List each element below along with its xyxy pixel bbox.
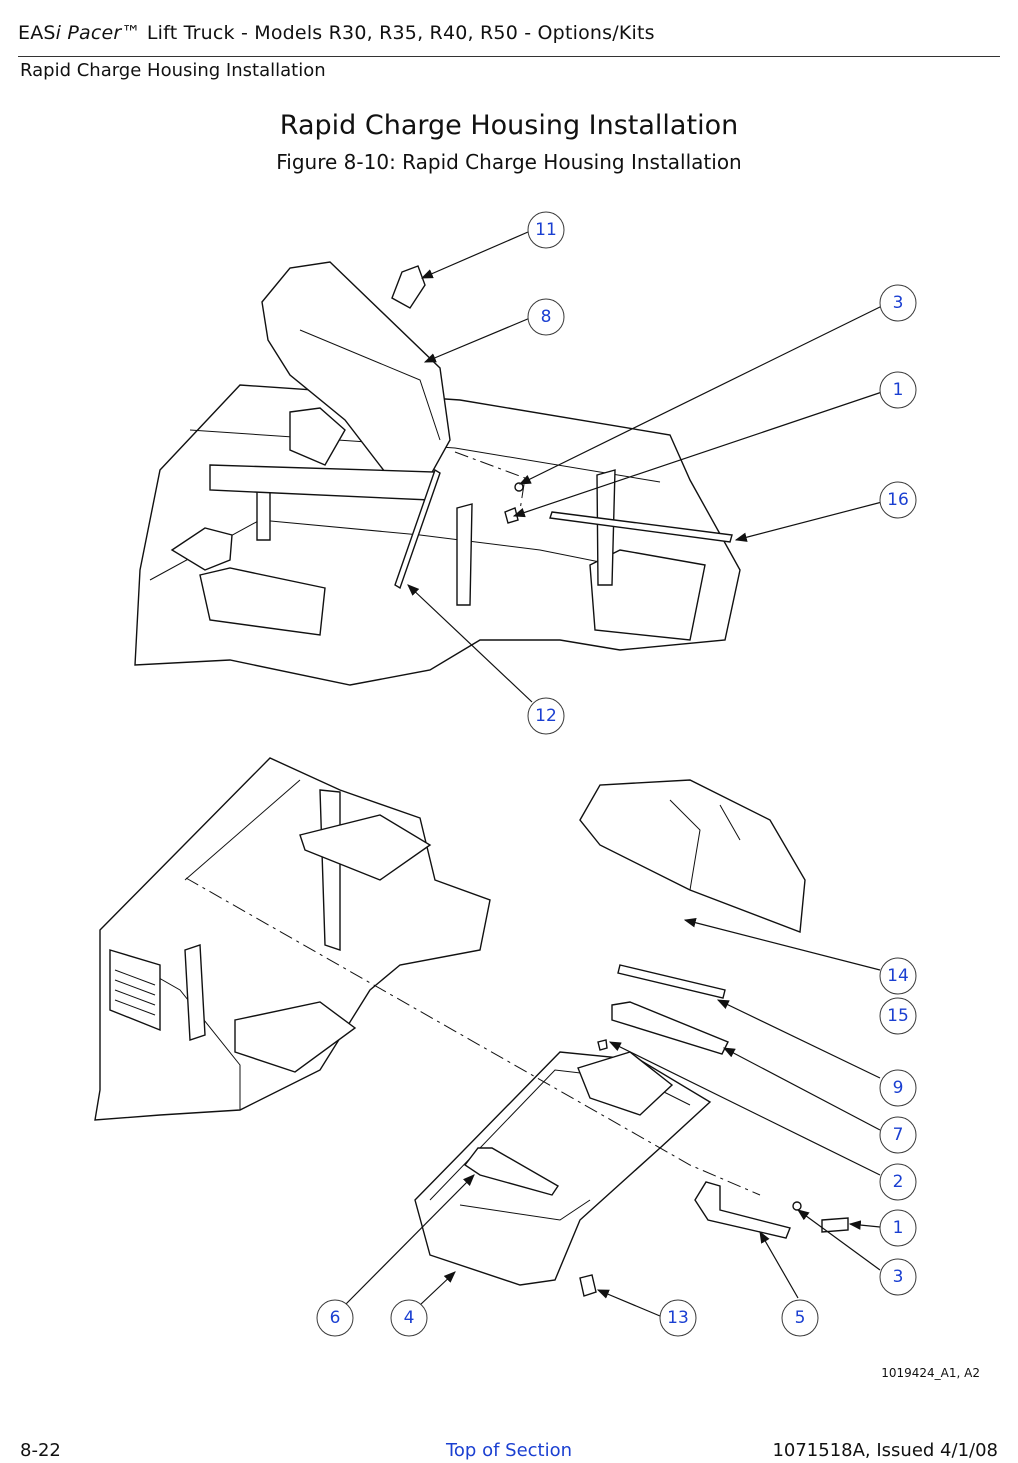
document-title: EASi Pacer™ Lift Truck - Models R30, R35… [18,22,655,44]
page-title: Rapid Charge Housing Installation [279,110,739,141]
part-3-washer-top [514,482,524,492]
part-5-bracket [694,1181,791,1239]
part-2-screw [597,1039,608,1051]
svg-text:7: 7 [893,1125,904,1145]
drawing-id: 1019424_A1, A2 [881,1366,980,1380]
callout-8: 8 [527,298,565,336]
exploded-parts-diagram: 11 8 3 1 16 12 [94,211,917,1337]
callout-12: 12 [527,697,565,735]
svg-text:4: 4 [404,1308,415,1328]
top-of-section-link[interactable]: Top of Section [445,1440,573,1461]
document-id: 1071518A, Issued 4/1/08 [772,1440,998,1461]
callout-3-top: 3 [879,284,917,322]
svg-text:1: 1 [893,1218,904,1238]
callout-9: 9 [879,1069,917,1107]
part-3-washer-bottom [792,1201,802,1211]
callout-14: 14 [879,957,917,995]
callout-11: 11 [527,211,565,249]
svg-text:11: 11 [535,220,557,240]
part-16-rail [549,511,733,543]
callout-4: 4 [390,1299,428,1337]
svg-text:14: 14 [887,966,909,986]
running-header: EASi Pacer™ Lift Truck - Models R30, R35… [18,22,1000,44]
part-12-strip [394,468,441,590]
part-6-bracket [463,1147,559,1196]
part-9-plate [611,1001,729,1055]
callout-1-bottom: 1 [879,1209,917,1247]
svg-text:8: 8 [541,307,552,327]
figure-caption: Figure 8-10: Rapid Charge Housing Instal… [276,150,742,174]
svg-text:15: 15 [887,1006,909,1026]
svg-text:3: 3 [893,1267,904,1287]
svg-text:9: 9 [893,1078,904,1098]
callout-15: 15 [879,997,917,1035]
header-divider [18,56,1000,57]
callout-1-top: 1 [879,371,917,409]
section-name: Rapid Charge Housing Installation [20,60,326,81]
callout-5: 5 [781,1299,819,1337]
callout-6: 6 [316,1299,354,1337]
part-11-cap [391,265,426,309]
callout-2: 2 [879,1163,917,1201]
callout-16: 16 [879,481,917,519]
svg-text:13: 13 [667,1308,689,1328]
svg-text:2: 2 [893,1172,904,1192]
svg-text:1: 1 [893,380,904,400]
svg-text:16: 16 [887,490,909,510]
housing-top [579,779,806,933]
svg-text:3: 3 [893,293,904,313]
callout-7: 7 [879,1116,917,1154]
part-13-latch [579,1274,597,1297]
callout-13: 13 [659,1299,697,1337]
part-14-rail [617,964,726,999]
mount-bracket-right [589,549,706,641]
svg-text:6: 6 [330,1308,341,1328]
svg-text:5: 5 [795,1308,806,1328]
bottom-assembly [94,757,849,1297]
page-number: 8-22 [20,1440,61,1461]
top-assembly [134,261,741,686]
svg-text:12: 12 [535,706,557,726]
floor-plate [199,567,326,636]
callout-3-bottom: 3 [879,1258,917,1296]
